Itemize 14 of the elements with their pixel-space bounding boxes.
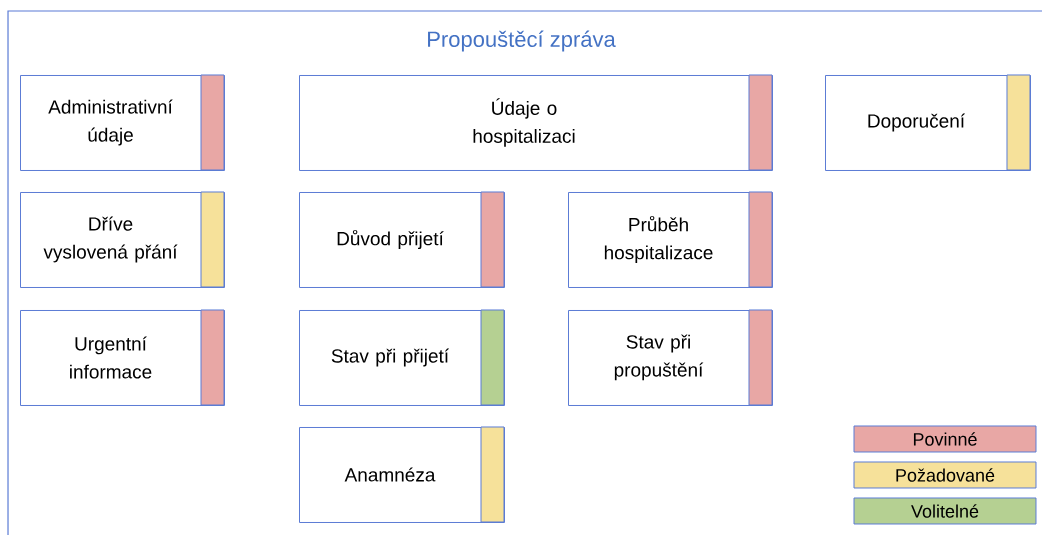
category-box: Údaje o hospitalizaci [299,74,773,171]
legend-item: Volitelné [853,497,1037,525]
category-box: Důvod přijetí [299,191,505,288]
category-box: Administrativní údaje [20,74,225,171]
legend-item: Požadované [853,461,1037,489]
category-box: Průběh hospitalizace [568,191,773,288]
legend-item: Povinné [853,425,1037,453]
category-box: Anamnéza [299,426,505,523]
category-box: Dříve vyslovená přání [20,191,225,288]
title: Propouštěcí zpráva [428,30,616,52]
category-box: Urgentní informace [20,309,225,406]
category-box: Stav při přijetí [299,309,505,406]
category-box: Doporučení [825,74,1031,171]
category-box: Stav při propuštění [568,309,773,406]
